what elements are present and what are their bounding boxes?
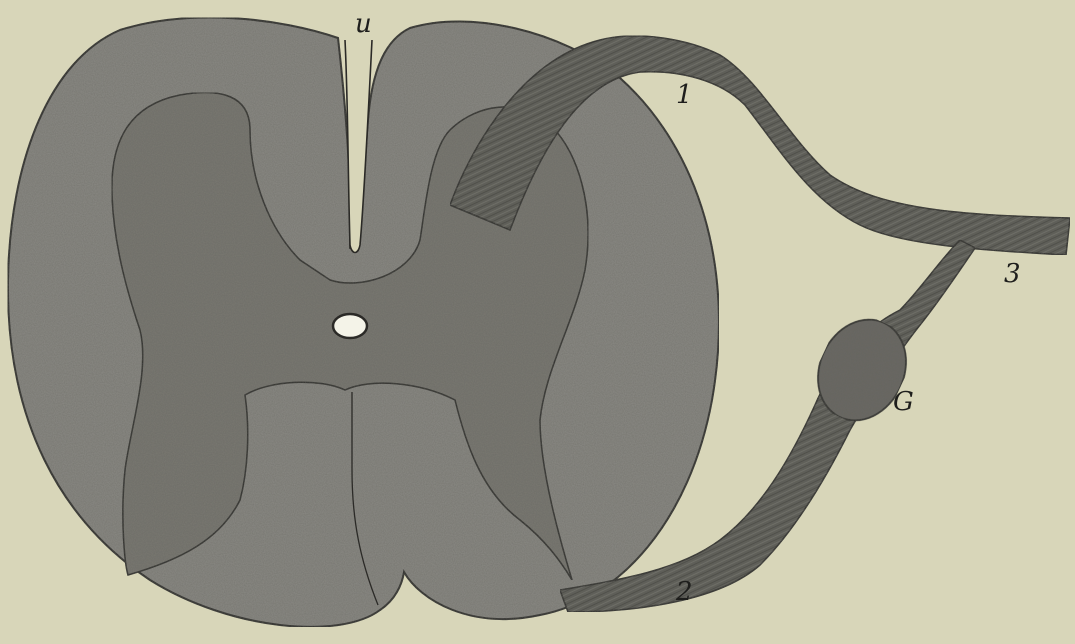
- label-root-2: 2: [675, 577, 693, 607]
- central-canal: [333, 314, 367, 338]
- label-ganglion: G: [893, 387, 914, 417]
- label-top-marker: u: [355, 9, 372, 39]
- label-root-1: 1: [676, 80, 693, 110]
- label-nerve-3: 3: [1004, 259, 1021, 289]
